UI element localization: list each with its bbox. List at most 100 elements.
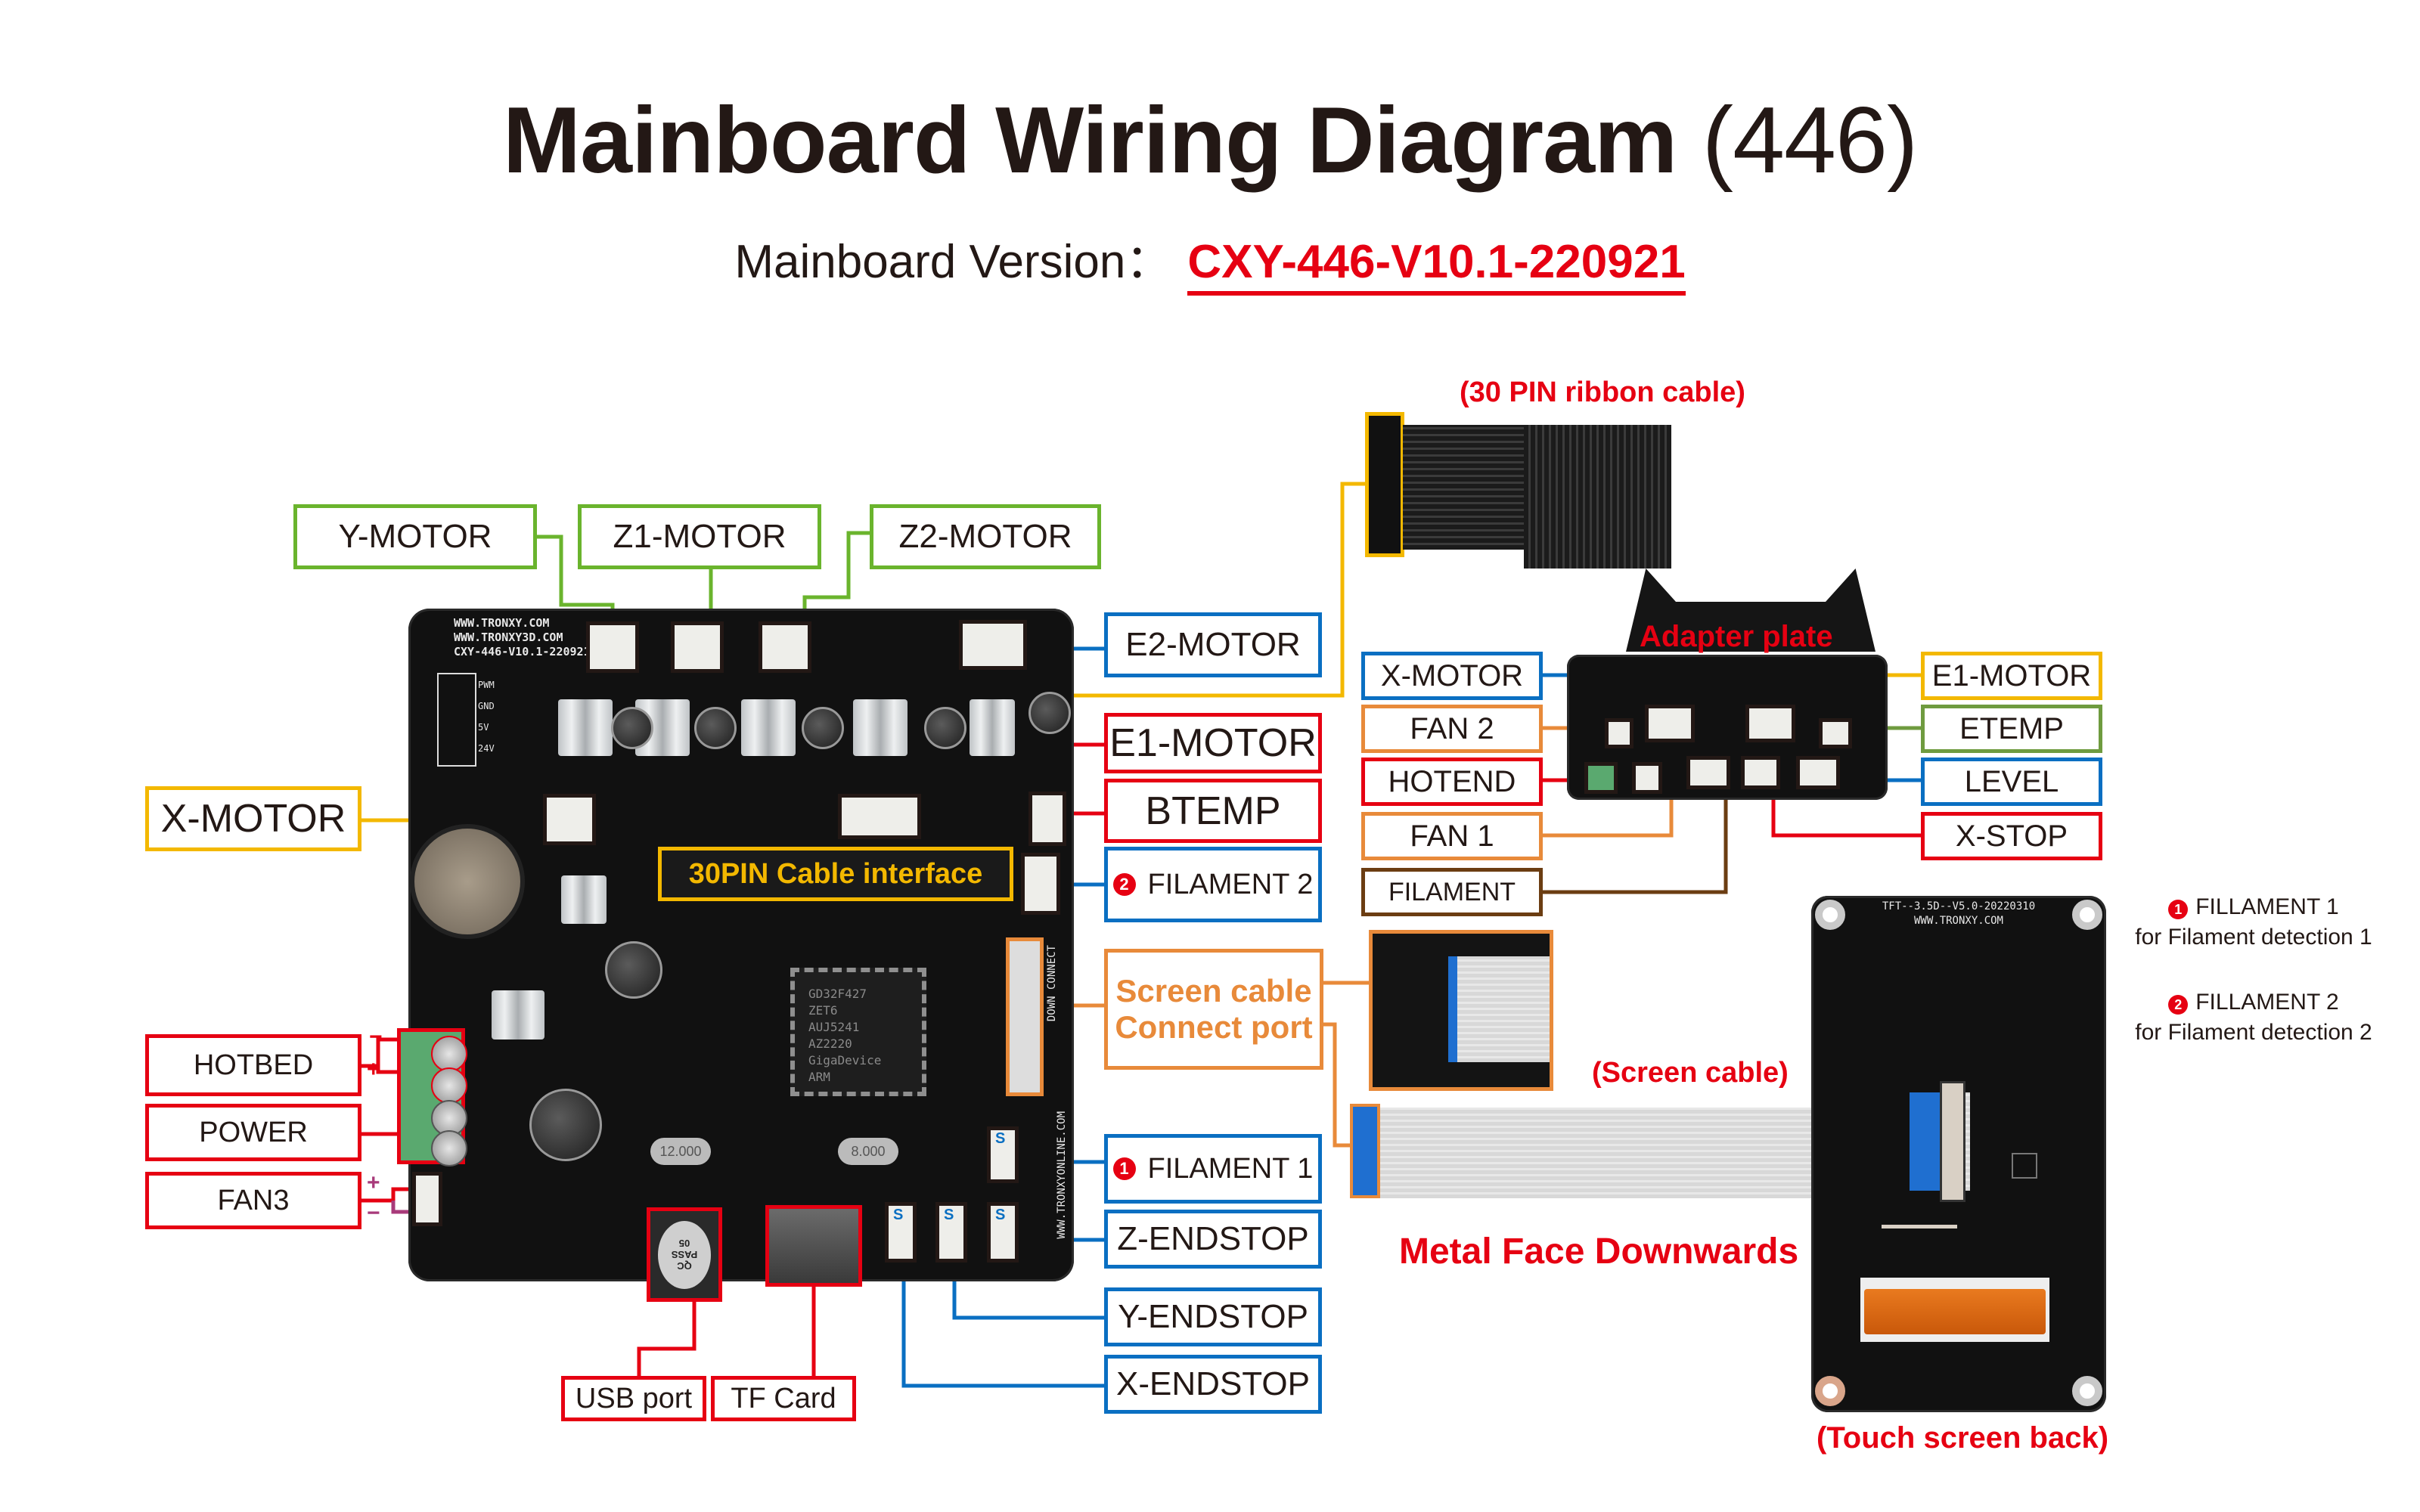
chip-line: ARM bbox=[808, 1070, 830, 1084]
label-z-endstop: Z-ENDSTOP bbox=[1104, 1210, 1322, 1269]
connector-btemp bbox=[1028, 792, 1066, 846]
adapter-label-e1-motor: E1-MOTOR bbox=[1921, 652, 2102, 700]
connector-x-endstop bbox=[885, 1202, 917, 1263]
label-text: FILAMENT 1 bbox=[1147, 1152, 1314, 1185]
screw-power bbox=[431, 1130, 467, 1167]
heatsink bbox=[492, 990, 544, 1040]
label-text: Z2-MOTOR bbox=[898, 518, 1072, 555]
label-screen-cable-port: Screen cable Connect port bbox=[1104, 949, 1323, 1070]
adapter-conn-x-stop bbox=[1741, 756, 1780, 789]
adapter-label-fan2: FAN 2 bbox=[1361, 705, 1543, 753]
silk-line: WWW.TRONXY3D.COM bbox=[454, 631, 563, 644]
interface-label: 30PIN Cable interface bbox=[688, 857, 983, 890]
label-power: POWER bbox=[145, 1104, 361, 1161]
buzzer bbox=[605, 941, 662, 999]
hotbed-minus-sign: − bbox=[369, 1024, 383, 1049]
pass-text: PASS bbox=[671, 1249, 698, 1260]
ffc-blue-end bbox=[1350, 1104, 1380, 1198]
version-line: Mainboard Version： CXY-446-V10.1-220921 bbox=[0, 223, 2420, 296]
metal-face-note: Metal Face Downwards bbox=[1399, 1232, 1799, 1272]
chip-line: AUJ5241 bbox=[808, 1020, 860, 1034]
adapter-conn-hotend bbox=[1584, 762, 1618, 794]
ribbon-cable-vertical bbox=[1524, 425, 1671, 569]
connector-y-motor bbox=[586, 621, 639, 673]
ribbon-connector-end bbox=[1365, 412, 1404, 557]
silk-line: TFT--3.5D--V5.0-20220310 bbox=[1882, 900, 2036, 912]
title-model: (446) bbox=[1702, 88, 1918, 193]
page-title: Mainboard Wiring Diagram (446) bbox=[0, 87, 2420, 194]
label-text: E1-MOTOR bbox=[1931, 658, 2092, 692]
qc-num: 05 bbox=[678, 1238, 690, 1249]
connector-fan3 bbox=[412, 1172, 442, 1226]
silk-line: WWW.TRONXY.COM bbox=[1913, 915, 2003, 927]
version-label: Mainboard Version： bbox=[734, 236, 1173, 288]
version-value: CXY-446-V10.1-220921 bbox=[1187, 236, 1686, 296]
adapter-conn-level bbox=[1796, 756, 1840, 789]
adapter-conn-etemp bbox=[1819, 718, 1852, 748]
silk-line: WWW.TRONXY.COM bbox=[454, 616, 550, 630]
label-text: X-STOP bbox=[1955, 819, 2068, 853]
mount-hole bbox=[2072, 900, 2102, 930]
label-text: TF Card bbox=[731, 1382, 836, 1414]
screen-connector-closeup bbox=[1369, 930, 1553, 1091]
adapter-plate-caption: Adapter plate bbox=[1640, 620, 1833, 653]
usb-port: QC PASS 05 bbox=[647, 1207, 722, 1302]
label-y-motor: Y-MOTOR bbox=[293, 504, 537, 569]
label-text: Y-ENDSTOP bbox=[1118, 1298, 1308, 1335]
capacitor bbox=[924, 707, 966, 749]
adapter-label-x-stop: X-STOP bbox=[1921, 812, 2102, 860]
label-z2-motor: Z2-MOTOR bbox=[870, 504, 1101, 569]
adapter-label-fan1: FAN 1 bbox=[1361, 812, 1543, 860]
badge-2-icon: 2 bbox=[2168, 995, 2189, 1015]
adapter-conn-x-motor bbox=[1645, 705, 1695, 742]
probe-pin-labels: PWM GND 5V 24V bbox=[478, 674, 495, 759]
capacitor bbox=[611, 707, 653, 749]
screen-ffc-stiffener bbox=[1910, 1092, 1940, 1191]
side-silk: WWW.TRONXYONLINE.COM bbox=[1056, 1111, 1068, 1239]
crystal-8mhz: 8.000 bbox=[838, 1138, 898, 1165]
probe-pin: 24V bbox=[478, 743, 495, 754]
mount-hole bbox=[1815, 1376, 1845, 1406]
label-text: FAN 1 bbox=[1410, 819, 1494, 853]
label-text: Screen cable bbox=[1115, 973, 1312, 1009]
label-text: FILAMENT 2 bbox=[1147, 868, 1314, 900]
pin-s: S bbox=[944, 1207, 954, 1223]
chip-line: ZET6 bbox=[808, 1003, 838, 1018]
label-text: E2-MOTOR bbox=[1125, 626, 1301, 663]
connector-y-endstop bbox=[935, 1202, 967, 1263]
label-x-motor: X-MOTOR bbox=[145, 786, 361, 851]
screen-cable-caption: (Screen cable) bbox=[1592, 1057, 1789, 1089]
label-text: LEVEL bbox=[1964, 764, 2059, 798]
screw-hotbed-plus bbox=[431, 1067, 467, 1104]
screen-fpc-socket bbox=[1940, 1081, 1965, 1202]
label-text: HOTBED bbox=[193, 1049, 314, 1081]
chip-line: GigaDevice bbox=[808, 1053, 882, 1067]
label-e1-motor: E1-MOTOR bbox=[1104, 713, 1322, 773]
leader-screen-cable bbox=[1323, 1022, 1350, 1148]
capacitor bbox=[694, 707, 737, 749]
mainboard-silkscreen: WWW.TRONXY.COM WWW.TRONXY3D.COM CXY-446-… bbox=[454, 616, 591, 659]
label-text: X-MOTOR bbox=[1380, 658, 1524, 692]
pin-s: S bbox=[893, 1207, 904, 1223]
30pin-cable-interface: 30PIN Cable interface bbox=[658, 847, 1013, 901]
label-text: X-ENDSTOP bbox=[1116, 1365, 1310, 1402]
leader-x-endstop bbox=[901, 1247, 1104, 1388]
leader-usb bbox=[637, 1302, 697, 1376]
label-text: FAN 2 bbox=[1410, 711, 1494, 745]
adapter-label-level: LEVEL bbox=[1921, 758, 2102, 806]
adapter-conn-filament bbox=[1686, 756, 1730, 789]
leader-ad-xstop bbox=[1771, 800, 1921, 838]
label-text: Connect port bbox=[1115, 1009, 1313, 1045]
pin-s: S bbox=[995, 1130, 1006, 1147]
adapter-conn-e1-motor bbox=[1745, 705, 1795, 742]
heatsink bbox=[970, 699, 1015, 756]
leader-fan3 bbox=[361, 1187, 420, 1203]
probe-pin: GND bbox=[478, 701, 495, 711]
connector-filament1 bbox=[987, 1126, 1019, 1183]
hotbed-plus-sign: + bbox=[367, 1057, 380, 1082]
mount-hole bbox=[1815, 900, 1845, 930]
label-e2-motor: E2-MOTOR bbox=[1104, 612, 1322, 677]
screen-connector bbox=[1006, 937, 1044, 1096]
